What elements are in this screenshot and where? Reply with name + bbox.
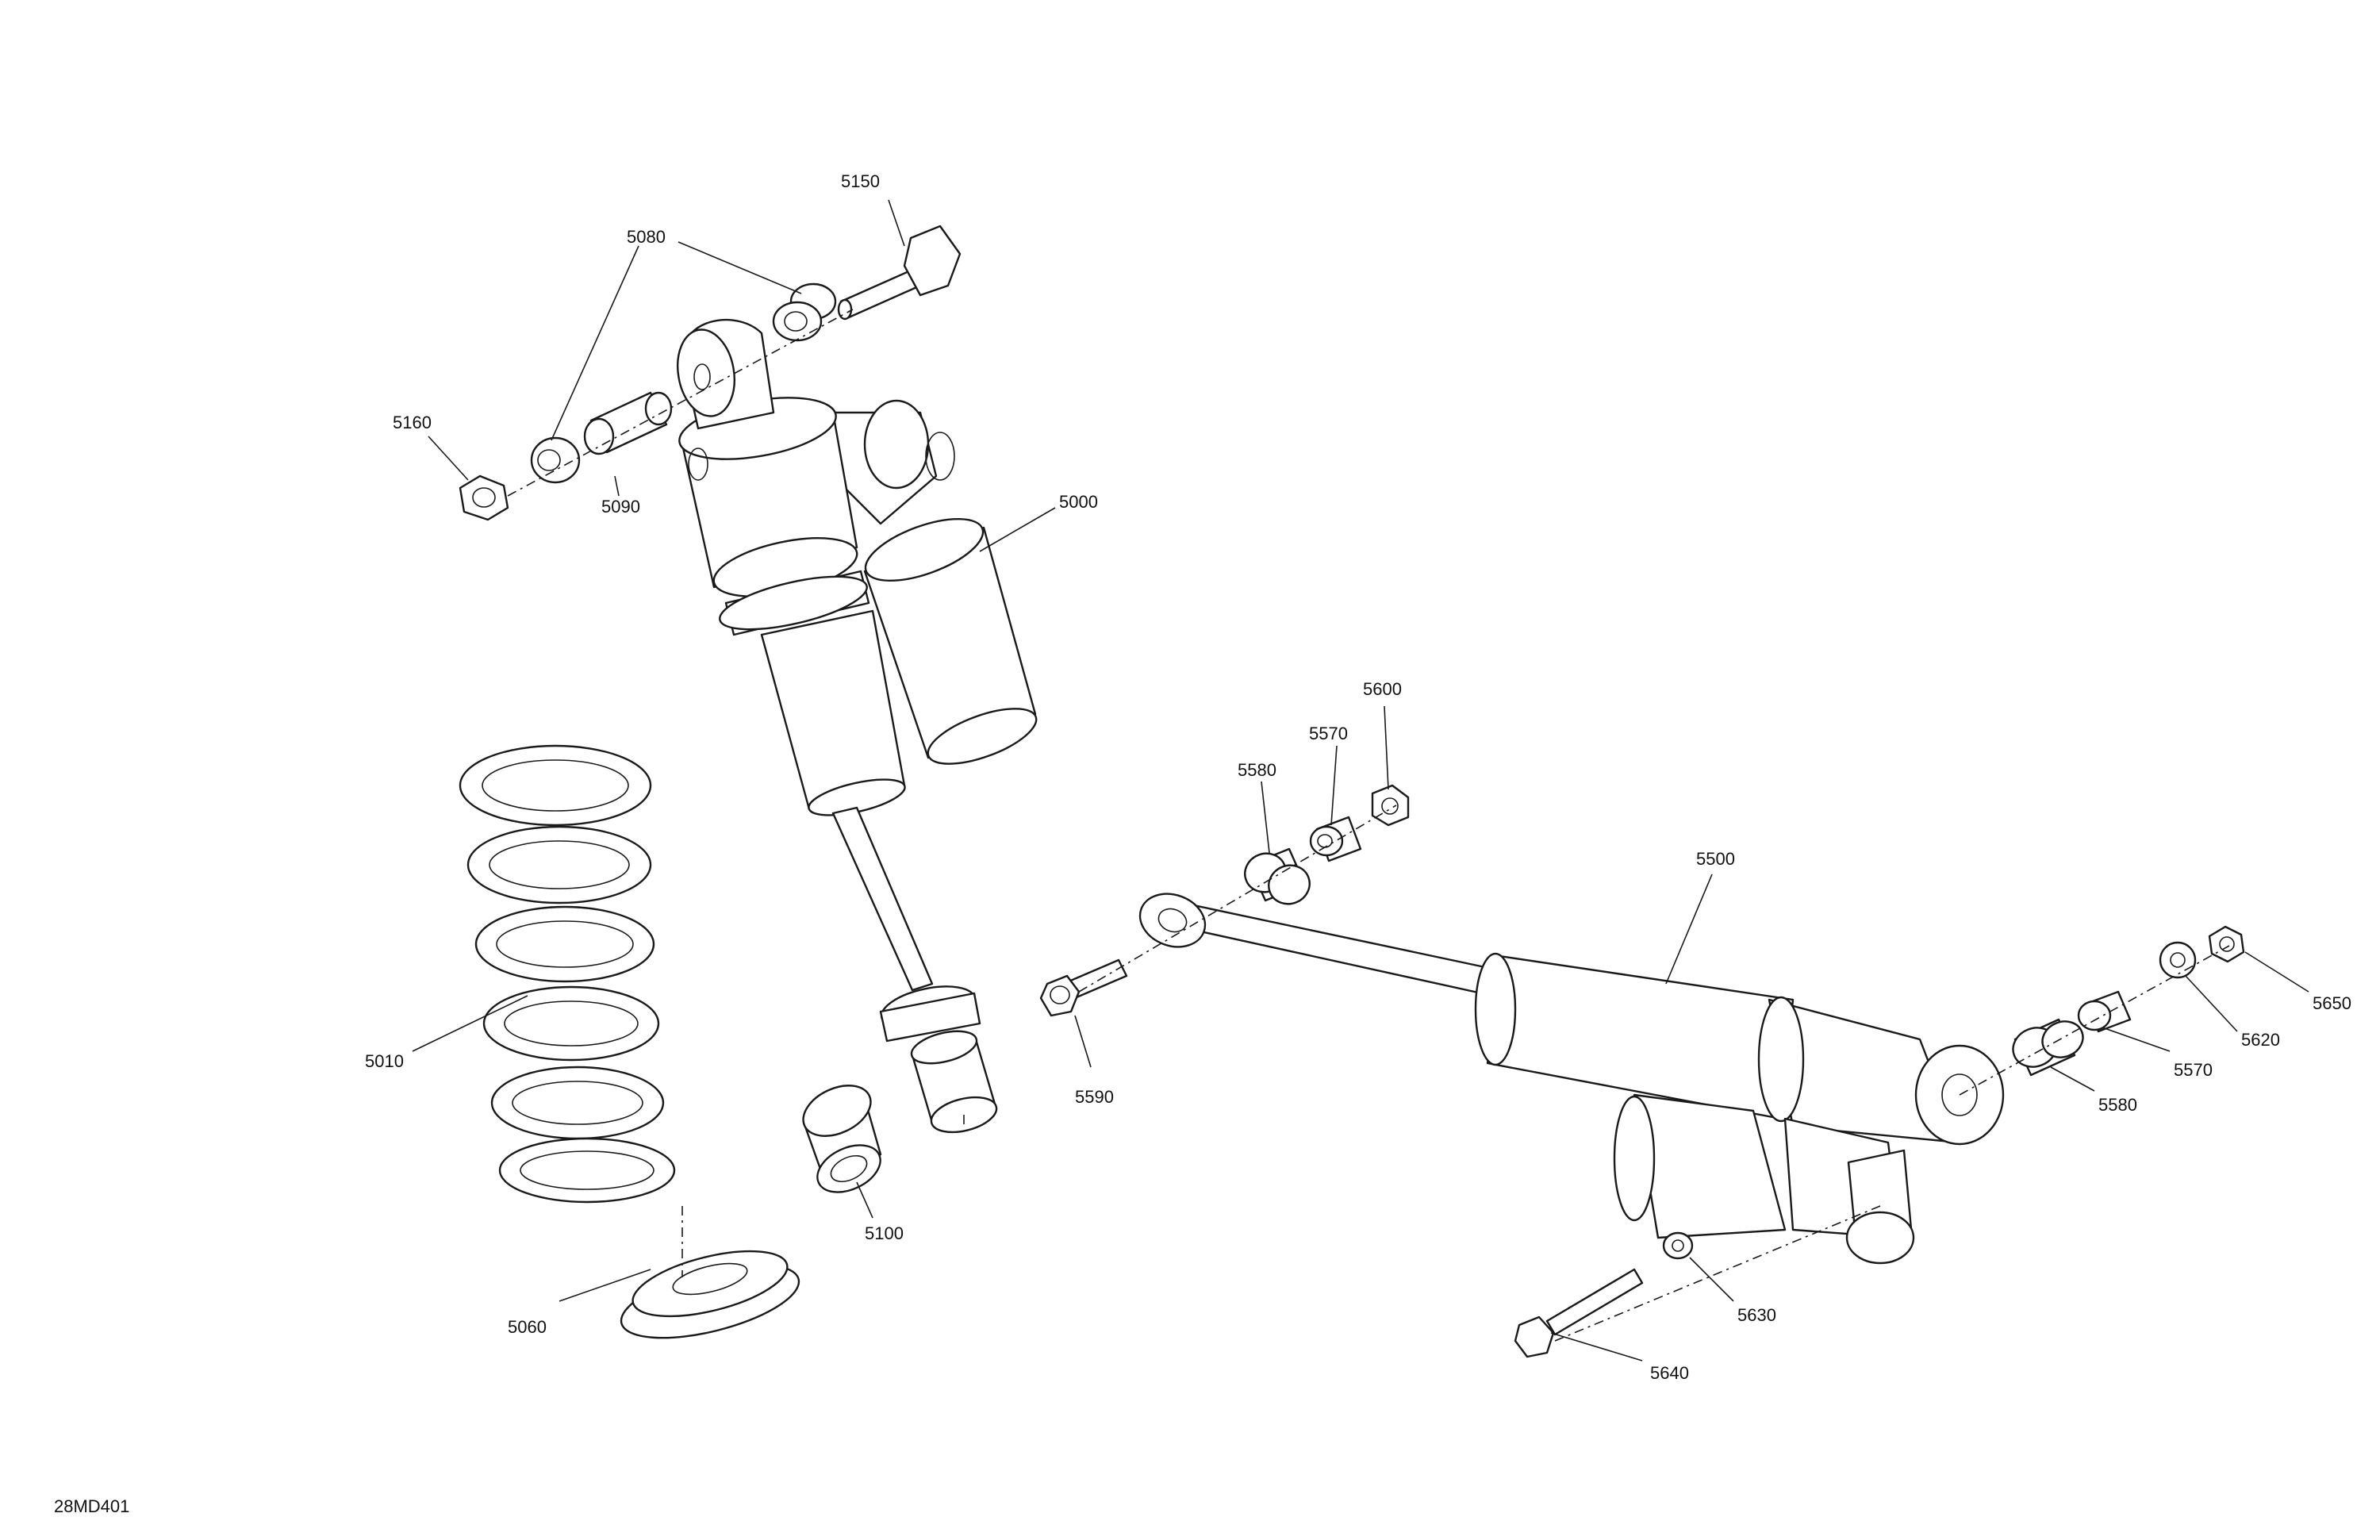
spring-seat — [620, 1250, 800, 1339]
part-5090-sleeve — [583, 391, 673, 455]
callout-5620: 5620 — [2241, 1030, 2280, 1050]
callout-5160: 5160 — [393, 413, 432, 432]
callout-5060: 5060 — [508, 1317, 547, 1337]
coil-spring — [459, 744, 676, 1204]
part-5150-bolt — [837, 225, 962, 321]
part-5620-washer — [2159, 941, 2197, 979]
callout-5000: 5000 — [1059, 492, 1098, 512]
callout-5010: 5010 — [365, 1051, 404, 1071]
figure-id: 28MD401 — [54, 1496, 129, 1516]
part-5580-bushing-right — [2012, 1018, 2084, 1077]
callout-5590: 5590 — [1075, 1087, 1114, 1107]
part-5570-spacer-upper — [1309, 816, 1362, 862]
part-5080-bushing-bottom — [530, 436, 581, 484]
callout-5570-upper: 5570 — [1309, 724, 1348, 743]
center-lines — [507, 309, 2230, 1342]
callout-5600: 5600 — [1363, 679, 1402, 699]
callout-5580-right: 5580 — [2098, 1095, 2137, 1115]
callout-5500: 5500 — [1696, 849, 1735, 869]
callout-5580-upper: 5580 — [1238, 760, 1276, 780]
part-5580-bushing-upper — [1244, 847, 1311, 905]
callout-labels: 5150 5080 5160 5090 5000 5010 5060 5100 … — [365, 171, 2351, 1383]
callout-5570-right: 5570 — [2174, 1060, 2213, 1080]
part-5600-nut-upper — [1371, 784, 1410, 827]
leader-lines — [412, 199, 2309, 1361]
lower-eye-bushing — [910, 1030, 998, 1134]
part-5570-spacer-right — [2077, 990, 2132, 1033]
part-5630-washer — [1662, 1231, 1694, 1260]
part-5640-bolt — [1514, 1268, 1644, 1358]
part-5080-bushing-top — [772, 282, 837, 342]
callout-5080: 5080 — [627, 227, 666, 247]
part-5650-nut-right — [2208, 925, 2245, 963]
callout-5630: 5630 — [1737, 1305, 1776, 1325]
linear-shock-absorber — [1138, 893, 2005, 1265]
part-5590-bolt — [1039, 958, 1128, 1017]
part-5160-nut — [459, 474, 509, 521]
callout-5090: 5090 — [601, 497, 640, 517]
part-5100-spacer — [802, 1085, 882, 1193]
callout-5150: 5150 — [841, 171, 880, 191]
main-shock-absorber — [677, 318, 1038, 1043]
callout-5640: 5640 — [1650, 1363, 1689, 1383]
callout-5650: 5650 — [2313, 993, 2351, 1013]
callout-5100: 5100 — [865, 1223, 904, 1243]
